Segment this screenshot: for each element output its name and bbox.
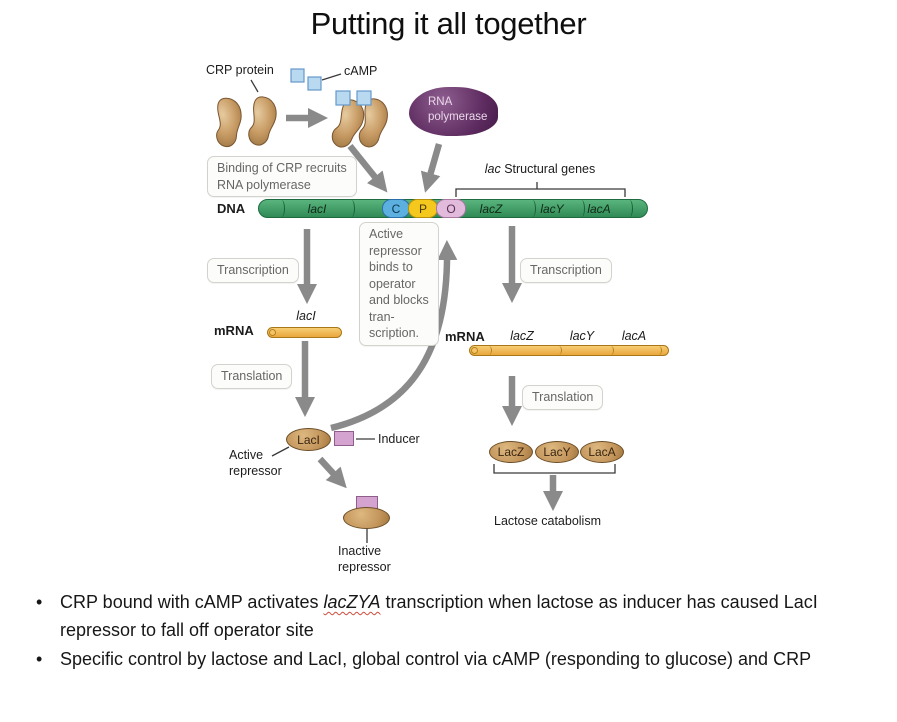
camp-molecule-icon <box>356 90 372 106</box>
page-title: Putting it all together <box>310 6 587 41</box>
translation-left-tag: Translation <box>211 364 293 389</box>
mrna-right-label: mRNA <box>445 329 485 344</box>
dna-segment-divider <box>578 200 585 217</box>
camp-molecule-icon <box>290 68 305 83</box>
bullet-text: Specific control by lactose and LacI, gl… <box>60 648 812 669</box>
active-repressor-label: Active repressor <box>229 448 282 478</box>
inactive-repressor-label: Inactive repressor <box>338 544 391 574</box>
rna-polymerase-blob: RNA polymerase <box>409 87 498 136</box>
dna-gene-lacz: lacZ <box>479 201 503 216</box>
dna-segment-divider <box>278 200 285 217</box>
lac-structural-genes-rest: Structural genes <box>500 162 596 176</box>
mrna-lacz-label: lacZ <box>510 329 534 343</box>
mrna-end-cap <box>269 328 276 336</box>
dna-site-promoter: P <box>408 199 438 218</box>
mrna-lacy-label: lacY <box>569 329 595 343</box>
crp-bean-icon <box>248 96 277 146</box>
laca-protein-oval: LacA <box>580 441 624 463</box>
lacy-protein-oval: LacY <box>535 441 579 463</box>
crp-bean-icon <box>358 98 388 148</box>
rnapol-to-dna-arrow <box>420 143 443 193</box>
dna-gene-lacy: lacY <box>540 201 564 216</box>
lacz-protein-oval: LacZ <box>489 441 533 463</box>
mrna-divider <box>656 346 662 355</box>
dna-gene-laca: lacA <box>587 201 611 216</box>
lac-structural-genes-italic: lac <box>484 162 501 176</box>
crp-label-pointer-line <box>250 79 259 93</box>
crp-protein-dimer <box>216 96 277 148</box>
bullet-list: CRP bound with cAMP activates lacZYA tra… <box>28 588 882 674</box>
bullet-text: transcription when lactose as inducer ha… <box>60 592 818 641</box>
mrna-left-label: mRNA <box>214 323 254 338</box>
dna-segment-divider <box>348 200 355 217</box>
inducer-label: Inducer <box>378 432 420 446</box>
dna-strand: lacI C P O lacZ lacY lacA <box>258 199 648 218</box>
mrna-laca-label: lacA <box>621 329 647 343</box>
mrna-end-cap <box>471 346 478 354</box>
lactose-catabolism-label: Lactose catabolism <box>494 514 602 528</box>
mrna-left-gene-label: lacI <box>296 309 316 323</box>
mrna-laci-bar <box>267 327 342 338</box>
transcription-left-tag: Transcription <box>207 258 299 283</box>
bullet-gene-emphasis: lacZYA <box>323 592 381 612</box>
mrna-laczya-bar <box>469 345 669 356</box>
lac-structural-genes-label: lac Structural genes <box>455 162 625 178</box>
mrna-divider <box>608 346 614 355</box>
dna-segment-divider <box>529 200 536 217</box>
dna-label: DNA <box>217 201 246 216</box>
crp-protein-label: CRP protein <box>206 63 274 77</box>
dna-site-operator: O <box>436 199 466 218</box>
transcription-right-tag: Transcription <box>520 258 612 283</box>
camp-molecule-icon <box>335 90 351 106</box>
mrna-divider <box>486 346 492 355</box>
mrna-divider <box>556 346 562 355</box>
dna-gene-laci: lacI <box>307 201 327 216</box>
laci-repressor-oval: LacI <box>286 428 331 451</box>
dna-site-crp-binding: C <box>382 199 410 218</box>
camp-label-pointer-line <box>321 73 342 81</box>
bullet-text: CRP bound with cAMP activates <box>60 592 324 612</box>
lac-structural-genes-bracket <box>455 188 626 197</box>
translation-right-tag: Translation <box>522 385 604 410</box>
proteins-bracket <box>493 464 616 474</box>
active-repressor-note-box: Active repressor binds to operator and b… <box>359 222 439 346</box>
camp-molecule-icon <box>307 76 322 91</box>
crp-camp-complex <box>331 90 388 148</box>
bullet-item: Specific control by lactose and LacI, gl… <box>28 645 882 674</box>
crp-bean-icon <box>216 97 242 148</box>
inducer-molecule-icon <box>334 431 354 446</box>
crp-bean-icon <box>331 99 365 148</box>
binding-crp-note-box: Binding of CRP recruits RNA polymerase <box>207 156 357 197</box>
camp-label: cAMP <box>344 64 378 78</box>
laci-to-inactive-arrow <box>317 456 347 489</box>
dna-segment-divider <box>626 200 633 217</box>
bullet-item: CRP bound with cAMP activates lacZYA tra… <box>28 588 882 645</box>
inactive-repressor-oval <box>343 507 390 529</box>
